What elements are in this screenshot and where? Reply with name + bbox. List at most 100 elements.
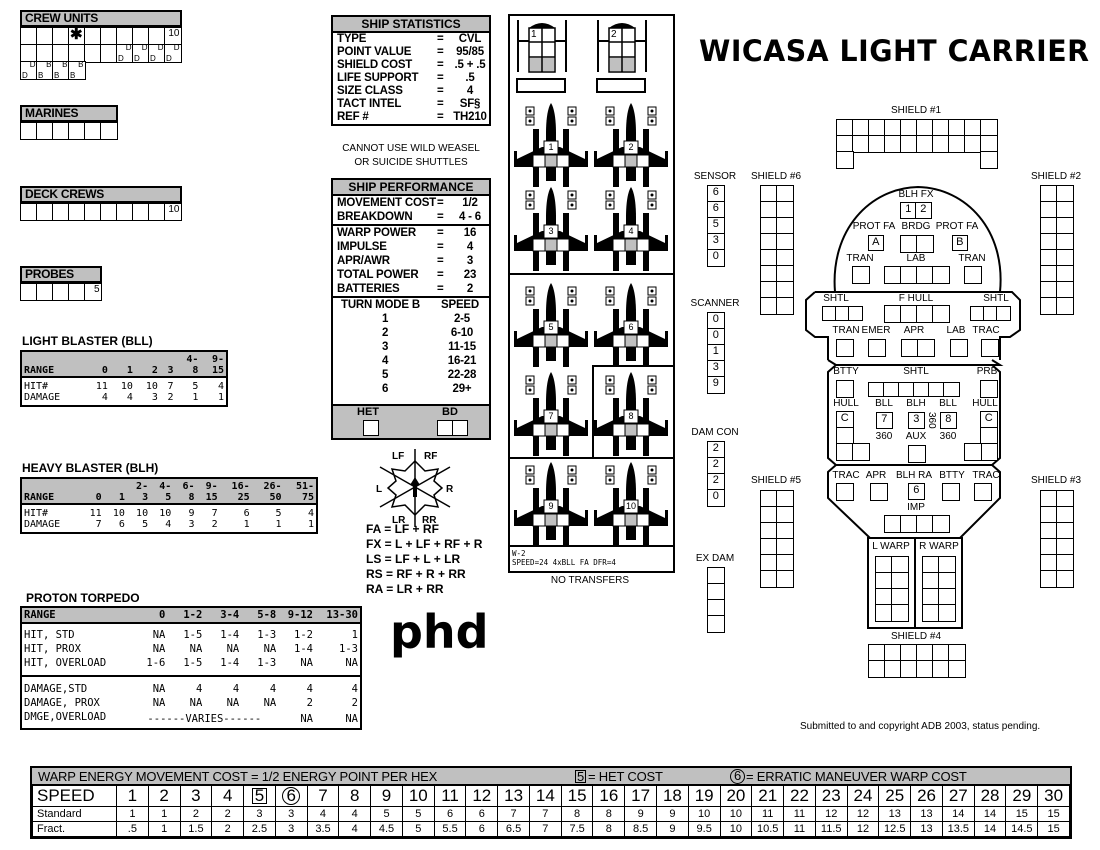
crew-unit-box[interactable] <box>84 27 102 46</box>
shield-5-box[interactable] <box>776 490 794 508</box>
shield-3-box[interactable] <box>1056 506 1074 524</box>
right-warp-box[interactable] <box>922 572 940 590</box>
crew-unit-box[interactable] <box>36 27 54 46</box>
shield-1-box[interactable] <box>868 119 886 137</box>
sensor-box[interactable]: 6 <box>707 201 725 219</box>
shield-5-box[interactable] <box>760 506 778 524</box>
hull-box[interactable] <box>836 427 854 445</box>
shield-2-box[interactable] <box>1040 297 1058 315</box>
lab-box[interactable] <box>900 266 918 284</box>
shield-2-box[interactable] <box>1040 233 1058 251</box>
bridge-box[interactable] <box>900 235 918 253</box>
shield-1-box[interactable] <box>884 135 902 153</box>
shield-6-box[interactable] <box>776 233 794 251</box>
deck-crew-box[interactable] <box>116 203 134 221</box>
scanner-box[interactable]: 0 <box>707 328 725 346</box>
dam-con-box[interactable]: 2 <box>707 473 725 491</box>
dam-con-box[interactable]: 2 <box>707 457 725 475</box>
deck-crew-box[interactable] <box>84 203 102 221</box>
emergency-box[interactable] <box>868 339 886 357</box>
scanner-box[interactable]: 9 <box>707 376 725 394</box>
shuttle-bay-1[interactable]: 1 <box>517 20 567 75</box>
shield-2-box[interactable] <box>1040 217 1058 235</box>
shield-4-box[interactable] <box>932 644 950 662</box>
marine-box[interactable] <box>68 122 86 140</box>
left-warp-box[interactable] <box>875 588 893 606</box>
lab-box[interactable] <box>884 266 902 284</box>
lab-box[interactable] <box>932 266 950 284</box>
shield-3-box[interactable] <box>1040 554 1058 572</box>
fighter-9[interactable]: 9 <box>514 462 588 546</box>
shield-4-box[interactable] <box>916 660 934 678</box>
shield-1-box[interactable] <box>884 119 902 137</box>
forward-hull-box[interactable] <box>932 305 950 323</box>
shuttle-bay-2[interactable]: 2 <box>597 20 647 75</box>
hull-box[interactable] <box>964 443 982 461</box>
shield-5-box[interactable] <box>760 522 778 540</box>
shield-5-box[interactable] <box>776 538 794 556</box>
shield-3-box[interactable] <box>1056 490 1074 508</box>
shield-1-box[interactable] <box>980 151 998 169</box>
shield-5-box[interactable] <box>776 554 794 572</box>
left-warp-box[interactable] <box>891 604 909 622</box>
right-warp-box[interactable] <box>938 588 956 606</box>
shield-1-box[interactable] <box>964 119 982 137</box>
forward-hull-box[interactable] <box>884 305 902 323</box>
shield-6-box[interactable] <box>776 297 794 315</box>
right-warp-box[interactable] <box>922 588 940 606</box>
lab-box[interactable] <box>916 266 934 284</box>
probe-launcher-box[interactable] <box>980 380 998 398</box>
fighter-8[interactable]: 8 <box>594 372 668 456</box>
shield-6-box[interactable] <box>760 297 778 315</box>
heavy-blaster-box[interactable]: 1 <box>900 202 917 219</box>
deck-crew-box[interactable] <box>36 203 54 221</box>
shield-3-box[interactable] <box>1040 506 1058 524</box>
deck-crew-box[interactable] <box>68 203 86 221</box>
shield-4-box[interactable] <box>916 644 934 662</box>
shield-3-box[interactable] <box>1040 490 1058 508</box>
shield-4-box[interactable] <box>932 660 950 678</box>
shield-4-box[interactable] <box>948 644 966 662</box>
hull-box[interactable] <box>980 443 998 461</box>
shield-4-box[interactable] <box>884 660 902 678</box>
sensor-box[interactable]: 6 <box>707 185 725 203</box>
apr-box[interactable] <box>917 339 935 357</box>
shield-2-box[interactable] <box>1040 265 1058 283</box>
shield-6-box[interactable] <box>760 201 778 219</box>
deck-crew-box[interactable] <box>20 203 38 221</box>
transporter-box[interactable] <box>852 266 870 284</box>
dam-con-box[interactable]: 2 <box>707 441 725 459</box>
shield-5-box[interactable] <box>760 538 778 556</box>
shield-3-box[interactable] <box>1056 554 1074 572</box>
shield-1-box[interactable] <box>836 135 854 153</box>
ex-dam-box[interactable] <box>707 567 725 585</box>
left-warp-box[interactable] <box>891 572 909 590</box>
shield-5-box[interactable] <box>776 506 794 524</box>
shuttle-box[interactable] <box>996 306 1011 321</box>
shield-1-box[interactable] <box>948 135 966 153</box>
shield-2-box[interactable] <box>1040 249 1058 267</box>
ex-dam-box[interactable] <box>707 583 725 601</box>
marine-box[interactable] <box>84 122 102 140</box>
shield-4-box[interactable] <box>900 644 918 662</box>
shield-2-box[interactable] <box>1056 297 1074 315</box>
impulse-box[interactable] <box>932 515 950 533</box>
shield-5-box[interactable] <box>760 554 778 572</box>
shield-6-box[interactable] <box>776 281 794 299</box>
shield-1-box[interactable] <box>980 135 998 153</box>
tractor-box[interactable] <box>981 339 999 357</box>
shield-6-box[interactable] <box>760 281 778 299</box>
shield-1-box[interactable] <box>916 119 934 137</box>
aux-control-box[interactable] <box>908 445 926 463</box>
left-warp-box[interactable] <box>875 604 893 622</box>
crew-unit-box[interactable] <box>52 27 70 46</box>
shield-1-box[interactable] <box>980 119 998 137</box>
probe-box[interactable] <box>36 283 54 301</box>
shield-4-box[interactable] <box>948 660 966 678</box>
shield-4-box[interactable] <box>884 644 902 662</box>
scanner-box[interactable]: 3 <box>707 360 725 378</box>
shield-1-box[interactable] <box>916 135 934 153</box>
shield-2-box[interactable] <box>1056 233 1074 251</box>
